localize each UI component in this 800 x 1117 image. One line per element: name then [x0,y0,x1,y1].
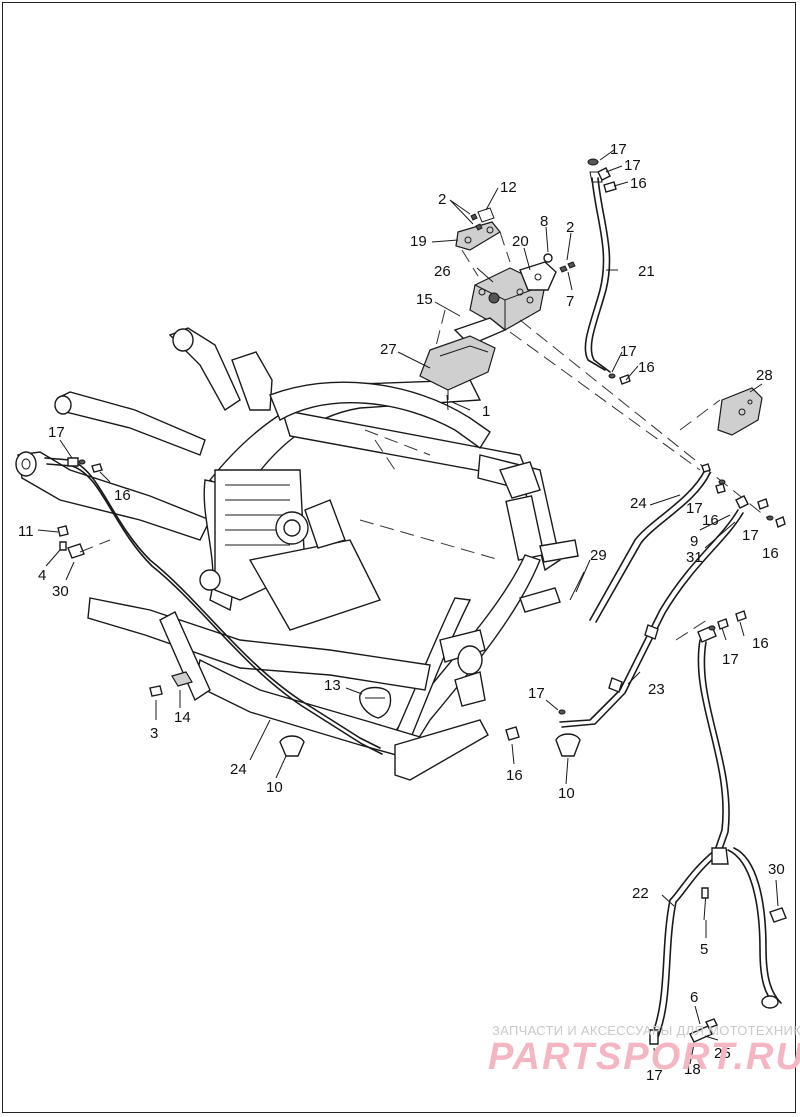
callout-6: 6 [690,989,698,1006]
callout-21: 21 [638,263,655,280]
callout-23: 23 [648,681,665,698]
callout-16: 16 [762,545,779,562]
callout-17: 17 [528,685,545,702]
callout-14: 14 [174,709,191,726]
callout-27: 27 [380,341,397,358]
callout-10: 10 [558,785,575,802]
callout-labels: 17 17 16 12 2 19 8 2 20 21 7 26 15 27 17… [18,141,785,1084]
motorcycle-frame [15,327,579,781]
callout-25: 25 [714,1045,731,1062]
callout-31: 31 [686,549,703,566]
callout-19: 19 [410,233,427,250]
callout-28: 28 [756,367,773,384]
callout-24: 24 [630,495,647,512]
callout-29: 29 [590,547,607,564]
callout-17: 17 [624,157,641,174]
callout-30: 30 [52,583,69,600]
callout-7: 7 [566,293,574,310]
brake-line-21 [584,149,639,385]
abs-module-assembly [397,187,576,411]
brake-line-22 [649,610,787,1065]
callout-5: 5 [700,941,708,958]
callout-16: 16 [114,487,131,504]
callout-16: 16 [702,512,719,529]
callout-16: 16 [752,635,769,652]
callout-2: 2 [438,191,446,208]
callout-17: 17 [620,343,637,360]
callout-20: 20 [512,233,529,250]
callout-18: 18 [684,1061,701,1078]
callout-10: 10 [266,779,283,796]
callout-17: 17 [722,651,739,668]
callout-17: 17 [610,141,627,158]
callout-26: 26 [434,263,451,280]
callout-15: 15 [416,291,433,308]
watermark-tagline: ЗАПЧАСТИ И АКСЕССУАРЫ ДЛЯ МОТОТЕХНИКИ [492,1023,800,1038]
callout-30: 30 [768,861,785,878]
callout-4: 4 [38,567,46,584]
callout-11: 11 [18,523,34,540]
callout-8: 8 [540,213,548,230]
lower-small-parts [149,559,591,785]
callout-22: 22 [632,885,649,902]
part-28-cover [717,383,763,436]
callout-3: 3 [150,725,158,742]
callout-17: 17 [686,500,703,517]
callout-16: 16 [630,175,647,192]
callout-17: 17 [646,1067,663,1084]
routing-dashes [509,319,771,521]
callout-1: 1 [482,403,490,420]
callout-16: 16 [638,359,655,376]
callout-16: 16 [506,767,523,784]
left-side-lines [37,439,383,755]
callout-24: 24 [230,761,247,778]
callout-17: 17 [48,424,65,441]
callout-17: 17 [742,527,759,544]
callout-9: 9 [690,533,698,550]
callout-13: 13 [324,677,341,694]
callout-2: 2 [566,219,574,236]
watermark-logo: PARTSPORT.RU [488,1036,800,1078]
callout-12: 12 [500,179,517,196]
brake-lines-right [559,463,786,728]
